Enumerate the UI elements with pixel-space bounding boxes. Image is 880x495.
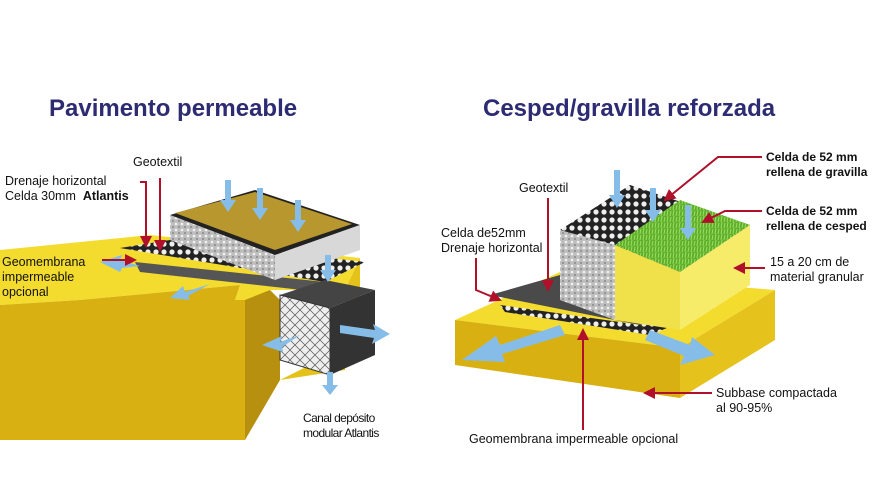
left-drenaje-prefix: Celda 30mm [5, 189, 76, 203]
left-drenaje-label: Drenaje horizontal Celda 30mm Atlantis [5, 174, 129, 204]
right-gravilla-line2: rellena de gravilla [766, 165, 868, 179]
leader-lines [102, 156, 765, 430]
left-drenaje-brand: Atlantis [82, 189, 129, 203]
right-subbase-line1: Subbase compactada [716, 386, 837, 400]
right-granular-line1: 15 a 20 cm de [770, 255, 850, 269]
right-gravilla-line1: Celda de 52 mm [766, 150, 858, 164]
right-granular-line2: material granular [770, 270, 864, 284]
right-celda-label: Celda de52mm Drenaje horizontal [441, 226, 542, 256]
left-canal-label: Canal depósito modular Atlantis [303, 411, 379, 441]
left-canal-line2: modular Atlantis [303, 426, 379, 440]
right-subbase-line2: al 90-95% [716, 401, 773, 415]
right-cesped-label: Celda de 52 mm rellena de cesped [766, 204, 867, 234]
right-title: Cesped/gravilla reforzada [483, 95, 776, 122]
left-drenaje-line1: Drenaje horizontal [5, 174, 107, 188]
left-title: Pavimento permeable [49, 95, 298, 122]
right-celda-line1: Celda de52mm [441, 226, 526, 240]
left-geomembrana-line2: impermeable [2, 270, 75, 284]
right-subbase-label: Subbase compactada al 90-95% [716, 386, 837, 416]
right-granular-label: 15 a 20 cm de material granular [770, 255, 864, 285]
left-water-arrows [100, 180, 390, 395]
right-cesped-line1: Celda de 52 mm [766, 204, 858, 218]
right-celda-line2: Drenaje horizontal [441, 241, 543, 255]
left-canal-line1: Canal depósito [303, 411, 375, 425]
right-geomembrana-label: Geomembrana impermeable opcional [469, 432, 679, 446]
right-gravilla-label: Celda de 52 mm rellena de gravilla [766, 150, 867, 180]
right-cesped-line2: rellena de cesped [766, 219, 867, 233]
right-water-arrows [462, 170, 715, 365]
left-channel-module [279, 280, 375, 376]
right-geotextil-label: Geotextil [519, 181, 569, 195]
right-cell-block [560, 185, 750, 330]
left-geotextil-label: Geotextil [133, 155, 183, 169]
left-drenaje-line2: Celda 30mm Atlantis [5, 189, 129, 204]
left-geomembrana-line1: Geomembrana [2, 255, 86, 269]
left-geomembrana-line3: opcional [2, 285, 49, 299]
left-paver-stack [170, 190, 360, 280]
left-geomembrana-label: Geomembrana impermeable opcional [2, 255, 85, 300]
